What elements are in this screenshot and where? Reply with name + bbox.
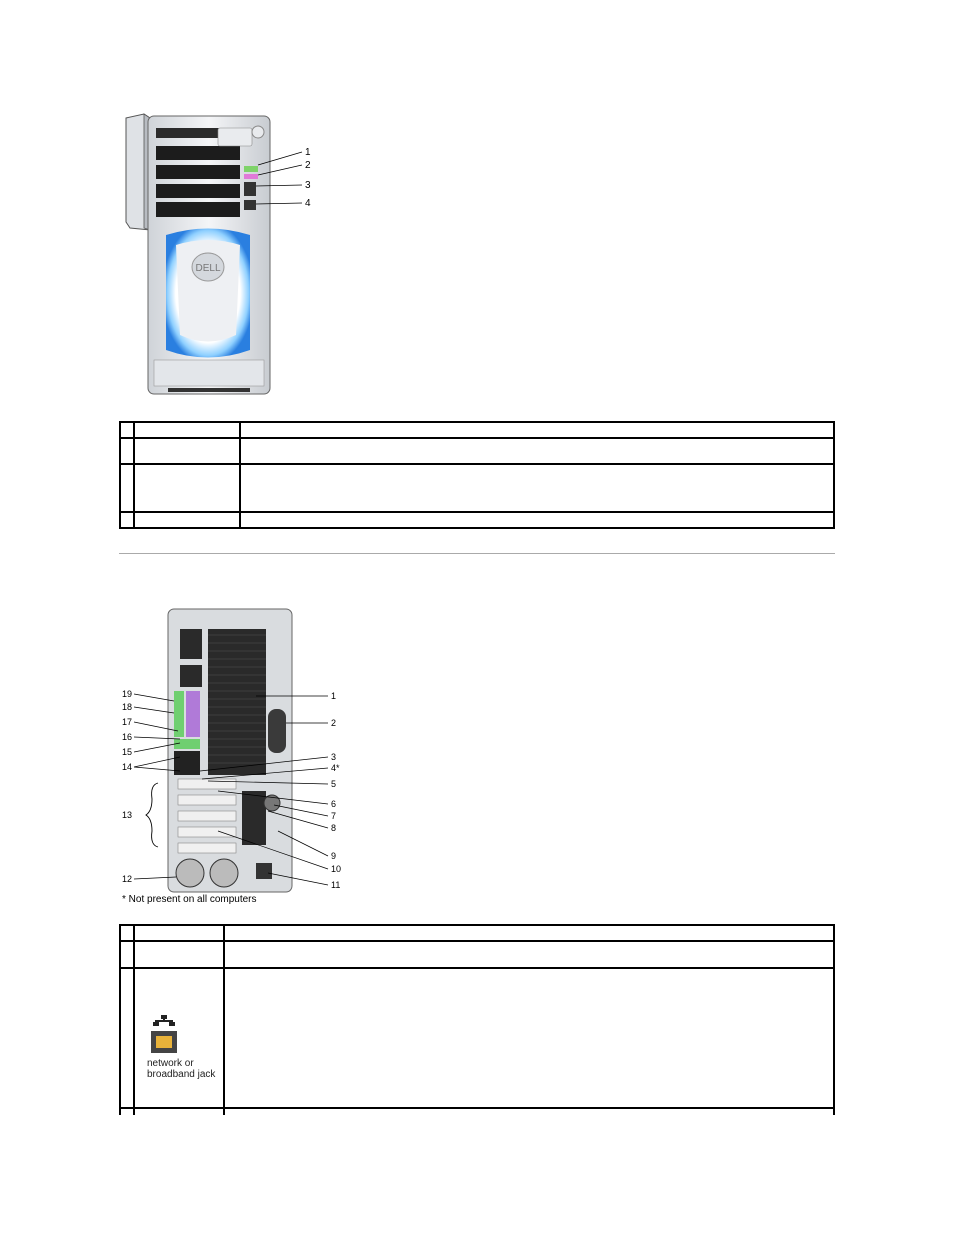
- section-divider: [119, 553, 835, 554]
- back-callout-5: 5: [331, 779, 336, 789]
- row-description: [239, 463, 835, 513]
- table-row: [119, 940, 835, 969]
- back-callout-19: 19: [122, 689, 132, 699]
- row-name: [133, 437, 241, 465]
- row-number: [119, 924, 135, 942]
- back-callout-7: 7: [331, 811, 336, 821]
- row-name: network or broadband jack: [133, 967, 225, 1109]
- back-callout-4: 4*: [331, 763, 340, 773]
- back-callout-10: 10: [331, 864, 341, 874]
- row-number: [119, 1107, 135, 1115]
- row-number: [119, 511, 135, 529]
- network-jack: network or broadband jack: [147, 1015, 219, 1080]
- back-callout-14: 14: [122, 762, 132, 772]
- front-callout-2: 2: [305, 160, 311, 171]
- row-name: [133, 940, 225, 969]
- row-number: [119, 940, 135, 969]
- table-row: [119, 924, 835, 942]
- row-name: [133, 463, 241, 513]
- dell-logo: DELL: [195, 263, 220, 274]
- table-row: [119, 1107, 835, 1115]
- back-view-figure: 19 18 17 16 15 14 13 12 1 2 3 4* 5 6 7 8…: [122, 608, 341, 893]
- row-number: [119, 463, 135, 513]
- row-description: [223, 1107, 835, 1115]
- row-number: [119, 967, 135, 1109]
- back-callout-16: 16: [122, 732, 132, 742]
- row-description: [239, 437, 835, 465]
- back-view-footnote: * Not present on all computers: [122, 894, 257, 905]
- jack-label-line2: broadband jack: [147, 1069, 216, 1080]
- row-description: [239, 511, 835, 529]
- back-callout-18: 18: [122, 702, 132, 712]
- row-name: [133, 1107, 225, 1115]
- row-number: [119, 421, 135, 439]
- back-callout-1: 1: [331, 691, 336, 701]
- back-callout-11: 11: [331, 880, 340, 890]
- back-callout-15: 15: [122, 747, 132, 757]
- jack-label-line1: network or: [147, 1058, 194, 1069]
- front-callout-4: 4: [305, 198, 311, 209]
- table-row: [119, 463, 835, 513]
- back-callout-6: 6: [331, 799, 336, 809]
- back-callout-3: 3: [331, 752, 336, 762]
- reference-link[interactable]: [333, 952, 461, 964]
- row-description: [223, 940, 835, 969]
- table-row: network or broadband jack: [119, 967, 835, 1109]
- row-description: [223, 967, 835, 1109]
- network-jack-icon: [151, 1015, 177, 1053]
- back-callout-9: 9: [331, 851, 336, 861]
- row-name: [133, 511, 241, 529]
- back-callout-13: 13: [122, 810, 132, 820]
- back-callout-8: 8: [331, 823, 336, 833]
- table-row: [119, 437, 835, 465]
- row-description: [239, 421, 835, 439]
- back-callout-17: 17: [122, 717, 132, 727]
- front-view-figure: DELL 1 2 3 4: [125, 113, 311, 395]
- back-view-table: network or broadband jack: [119, 924, 835, 1115]
- front-view-table: [119, 421, 835, 529]
- row-description: [223, 924, 835, 942]
- front-callout-3: 3: [305, 180, 311, 191]
- front-callout-1: 1: [305, 147, 311, 158]
- row-number: [119, 437, 135, 465]
- row-name: [133, 421, 241, 439]
- table-row: [119, 511, 835, 529]
- table-row: [119, 421, 835, 439]
- row-name: [133, 924, 225, 942]
- back-callout-12: 12: [122, 874, 132, 884]
- back-callout-2: 2: [331, 718, 336, 728]
